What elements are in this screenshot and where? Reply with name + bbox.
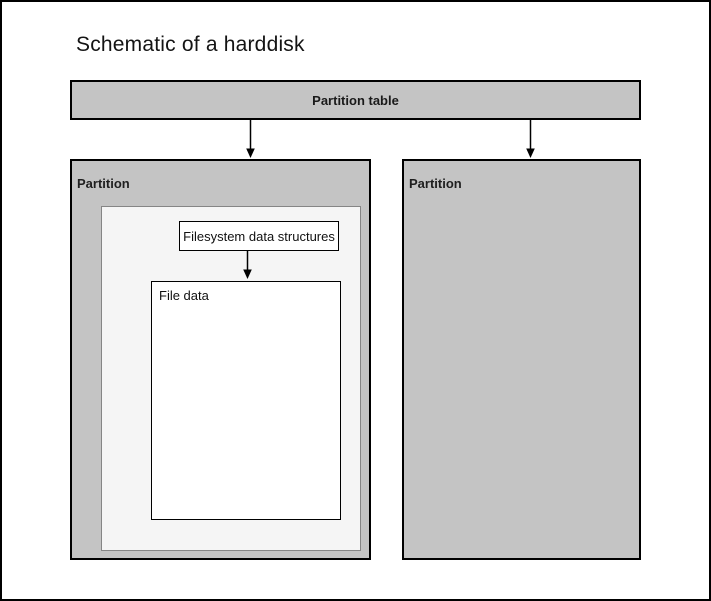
partition-table-box: Partition table [70,80,641,120]
partition-table-label: Partition table [312,92,399,108]
arrow-table-to-right-partition [526,120,535,158]
partition-box-right: Partition [402,159,641,560]
filesystem-data-structures-label: Filesystem data structures [183,228,335,244]
file-data-box: File data [151,281,341,520]
partition-right-label: Partition [409,176,462,191]
file-data-label: File data [159,288,209,303]
partition-left-label: Partition [77,176,130,191]
partition-box-left: Partition Filesystem data structures Fil… [70,159,371,560]
filesystem-data-structures-box: Filesystem data structures [179,221,339,251]
arrow-table-to-left-partition [246,120,255,158]
diagram-title: Schematic of a harddisk [76,33,305,56]
filesystem-area: Filesystem data structures File data [101,206,361,551]
